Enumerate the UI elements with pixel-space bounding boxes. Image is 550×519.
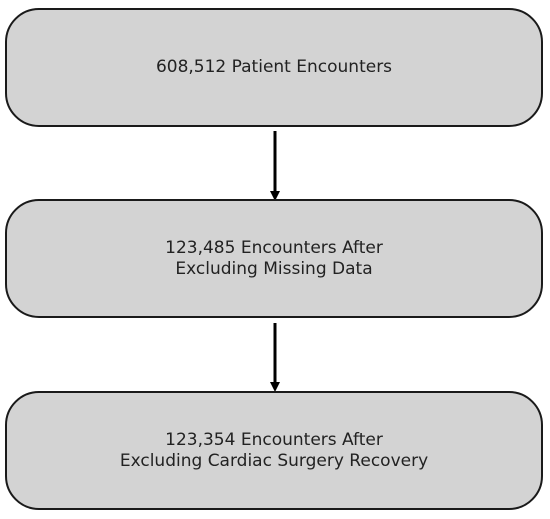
arrow-1-to-2 [270,131,280,201]
flow-box-text-line-2: Excluding Missing Data [175,258,373,279]
arrow-head-icon [270,191,280,201]
flow-box-text: 608,512 Patient Encounters [155,57,393,77]
flow-box-text-line-1: 123,485 Encounters After [165,237,383,258]
flow-box-excluding-cardiac-surgery: 123,354 Encounters After Excluding Cardi… [5,391,543,510]
flow-box-patient-encounters: 608,512 Patient Encounters [5,8,543,127]
flow-box-text-line-1: 123,354 Encounters After [165,429,383,450]
flow-box-text-line-2: Excluding Cardiac Surgery Recovery [119,450,429,471]
flow-box-excluding-missing-data: 123,485 Encounters After Excluding Missi… [5,199,543,318]
arrow-head-icon [270,382,280,392]
arrow-2-to-3 [270,323,280,392]
